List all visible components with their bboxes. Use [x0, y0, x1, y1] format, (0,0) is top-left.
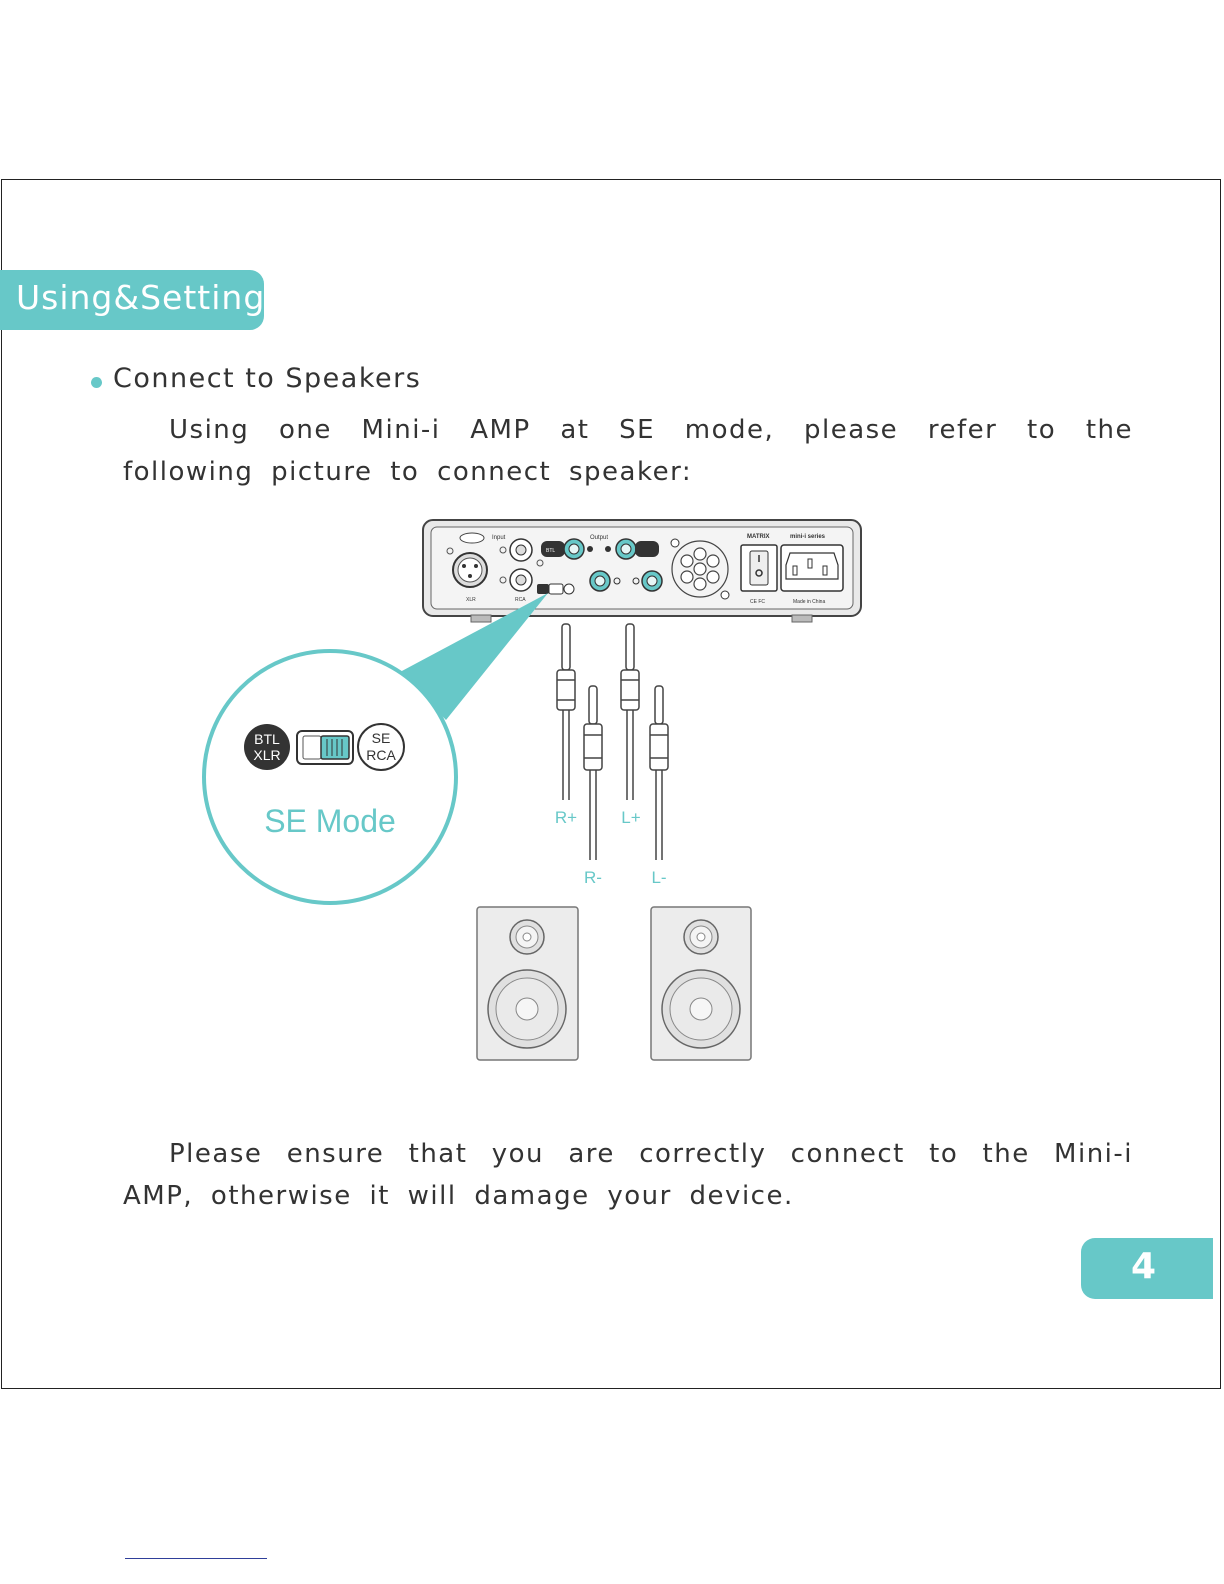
page-number-badge: 4 — [1081, 1238, 1213, 1299]
series-label: mini-i series — [790, 534, 826, 540]
btl-small-label: BTL — [546, 548, 555, 554]
mode-label: SE Mode — [264, 803, 396, 839]
speaker-right-icon — [476, 906, 579, 1061]
input-label: Input — [492, 535, 506, 541]
switch-left-bottom-label: XLR — [253, 747, 280, 763]
brand-label: MATRIX — [747, 534, 770, 540]
bottom-link-rule — [125, 1558, 267, 1559]
fan-grille-icon — [671, 540, 729, 598]
intro-paragraph: Using one Mini-i AMP at SE mode, please … — [123, 415, 1133, 487]
output-label: Output — [590, 535, 608, 541]
se-mode-callout: BTL XLR SE RCA SE Mode — [202, 649, 458, 905]
xlr-label: XLR — [466, 597, 476, 603]
section-title: Using&Setting — [16, 278, 266, 317]
rca-label: RCA — [515, 597, 526, 603]
section-heading: Connect to Speakers — [113, 363, 422, 394]
cert-label: CE FC — [750, 599, 765, 605]
page-number: 4 — [1131, 1246, 1157, 1287]
l-plus-label: L+ — [621, 808, 640, 827]
switch-right-top-label: SE — [372, 730, 391, 746]
switch-left-top-label: BTL — [254, 731, 280, 747]
r-plus-label: R+ — [555, 808, 577, 827]
connection-figure: Input Output XLR RCA BTL — [202, 519, 862, 1061]
callout-pointer — [400, 593, 548, 720]
page-frame — [1, 179, 1221, 1389]
r-minus-label: R- — [584, 868, 602, 887]
amplifier-rear-panel: Input Output XLR RCA BTL — [422, 519, 862, 623]
speaker-cables — [556, 623, 669, 860]
switch-right-bottom-label: RCA — [366, 747, 396, 763]
speaker-left-icon — [650, 906, 752, 1061]
warning-paragraph: Please ensure that you are correctly con… — [123, 1139, 1133, 1211]
l-minus-label: L- — [651, 868, 666, 887]
section-tab: Using&Setting — [0, 270, 264, 330]
made-in-label: Made in China — [793, 599, 825, 605]
bullet-dot — [91, 377, 102, 388]
